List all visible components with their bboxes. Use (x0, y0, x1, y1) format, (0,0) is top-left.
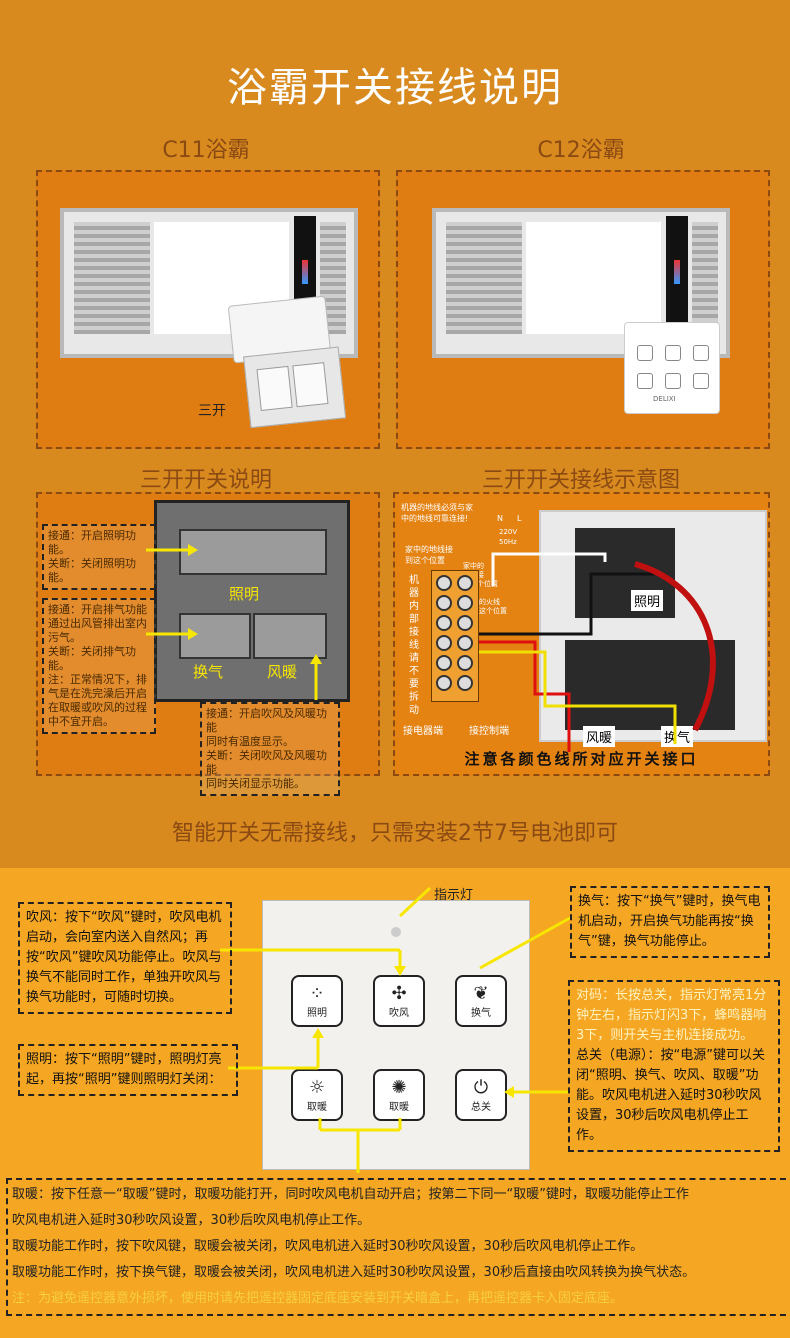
wiring-bottom-note: 注意各颜色线所对应开关接口 (464, 750, 699, 768)
smart-switch-heading: 智能开关无需接线，只需安装2节7号电池即可 (172, 821, 618, 846)
switch-vent-key (179, 613, 251, 659)
switch-desc-heading: 三开开关说明 (139, 468, 272, 493)
switch-heat-label: 风暖 (267, 663, 298, 681)
btn-heat-2[interactable]: ✺ 取暖 (373, 1069, 425, 1121)
heat-line-2: 吹风电机进入延时30秒吹风设置，30秒后吹风电机停止工作。 (12, 1213, 371, 1228)
smart-controller: ⁘ 照明 ✣ 吹风 ❦ 换气 ☼ 取暖 ✺ 取暖 ⏻ 总关 (262, 900, 530, 1170)
three-gang-label: 三开 (198, 403, 226, 419)
home-live-note: 家中的火线 接到这个位置 (465, 598, 507, 615)
smart-remote-image: DELIXI (624, 322, 720, 414)
switch-arrows (146, 544, 322, 700)
power-note: 总关（电源）：按“电源”键可以关闭“照明、换气、吹风、取暖”功能。吹风电机进入延… (576, 1048, 765, 1143)
light-icon: ⁘ (309, 983, 325, 1004)
page-title: 浴霸开关接线说明 (227, 65, 563, 111)
vent-note: 接通：开启排气功能 通过出风管排出室内 污气。 关断：关闭排气功能。 注：正常情… (42, 598, 156, 734)
control-terminal-label: 接控制端 (469, 726, 509, 737)
light-note-ctrl: 照明：按下“照明”键时，照明灯亮起，再按“照明”键则照明灯关闭： (18, 1044, 238, 1096)
no-disassemble-label: 请 不 要 拆 动 (409, 653, 419, 716)
appliance-terminal-label: 接电器端 (403, 726, 443, 737)
wire-label-light: 照明 (631, 590, 664, 611)
wires-svg (479, 552, 716, 752)
freq-label: 50Hz (499, 538, 517, 546)
btn-vent[interactable]: ❦ 换气 (455, 975, 507, 1027)
home-ground-note: 家中的地线接 到这个位置 (405, 545, 453, 565)
btn-power-off[interactable]: ⏻ 总关 (455, 1069, 507, 1121)
voltage-label: 220V (499, 528, 518, 536)
switch-desc-panel: 照明 换气 风暖 接通：开启照明功能。 关断：关闭照明功能。 接通：开启排气功能… (36, 492, 380, 796)
vent-note-ctrl: 换气：按下“换气”键时，换气电机启动，开启换气功能再按“换气”键，换气功能停止。 (570, 886, 770, 958)
c11-heading: C11浴霸 (162, 138, 250, 163)
fan-icon: ✣ (391, 983, 407, 1004)
c12-panel: DELIXI (396, 170, 770, 449)
live-label: L (517, 514, 522, 523)
btn-light[interactable]: ⁘ 照明 (291, 975, 343, 1027)
wiring-panel: 机器的地线必须与家 中的地线可靠连接! N L 220V 50Hz 家中的地线接… (393, 492, 770, 776)
wiring-heading: 三开开关接线示意图 (481, 468, 680, 493)
btn-blow[interactable]: ✣ 吹风 (373, 975, 425, 1027)
switch-vent-label: 换气 (193, 663, 224, 681)
power-icon: ⏻ (473, 1077, 489, 1098)
three-gang-switch (227, 295, 347, 431)
heat-note: 接通：开启吹风及风暖功能 同时有温度显示。 关断：关闭吹风及风暖功能 同时关闭显… (200, 702, 340, 796)
indicator-label: 指示灯 (434, 888, 474, 903)
heat-line-1: 取暖：按下任意一“取暖”键时，取暖功能打开，同时吹风电机自动开启；按第二下同一“… (12, 1187, 689, 1202)
heat-line-3: 取暖功能工作时，按下吹风键，取暖会被关闭，吹风电机进入延时30秒吹风设置，30秒… (12, 1239, 644, 1254)
indicator-light (391, 927, 401, 937)
pair-note: 对码：长按总关，指示灯常亮1分钟左右，指示灯闪3下，蜂鸣器响3下，则开关与主机连… (576, 988, 767, 1043)
ground-note: 机器的地线必须与家 中的地线可靠连接! (401, 503, 473, 523)
btn-heat-1[interactable]: ☼ 取暖 (291, 1069, 343, 1121)
switch-light-label: 照明 (229, 585, 260, 603)
terminal-block (431, 570, 479, 702)
wire-label-vent: 换气 (661, 726, 694, 747)
controller-arrows (220, 886, 571, 1173)
light-note: 接通：开启照明功能。 关断：关闭照明功能。 (42, 524, 156, 590)
neutral-label: N (497, 514, 503, 523)
internal-wiring-label: 机 器 内 部 接 线 (409, 575, 419, 651)
remote-brand: DELIXI (653, 395, 676, 403)
wire-label-heat: 风暖 (583, 726, 616, 747)
switch-light-key (179, 529, 327, 575)
vent-icon: ❦ (473, 983, 489, 1004)
heating-notes: 取暖：按下任意一“取暖”键时，取暖功能打开，同时吹风电机自动开启；按第二下同一“… (6, 1178, 790, 1316)
warning-note: 注：为避免遥控器意外损坏，使用时请先把遥控器固定底座安装到开关暗盒上，再把遥控器… (12, 1291, 624, 1306)
sun-bold-icon: ✺ (391, 1077, 407, 1098)
c12-heading: C12浴霸 (537, 138, 625, 163)
switch-heat-key (253, 613, 327, 659)
c11-panel: 三开 (36, 170, 380, 449)
blow-note: 吹风：按下“吹风”键时，吹风电机启动，会向室内送入自然风；再按“吹风”键吹风功能… (18, 902, 232, 1014)
heat-line-4: 取暖功能工作时，按下换气键，取暖会被关闭，吹风电机进入延时30秒吹风设置，30秒… (12, 1265, 696, 1280)
sun-icon: ☼ (308, 1077, 326, 1098)
